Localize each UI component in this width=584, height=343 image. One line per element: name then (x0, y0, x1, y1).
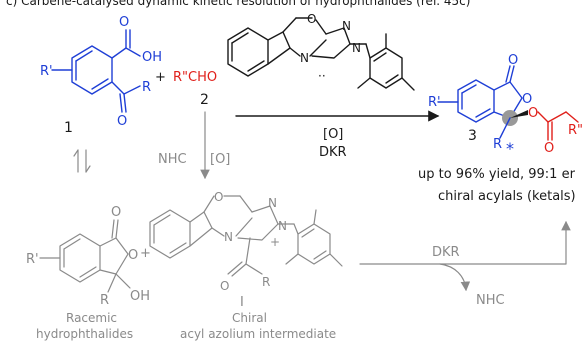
nhc-side-label: NHC (158, 152, 187, 167)
intermediate-acyl-o: O (220, 279, 229, 293)
racemic-oh: OH (130, 289, 150, 304)
nhc-release-label: NHC (476, 293, 505, 308)
nhc-catalyst: O N N N ·· (227, 12, 415, 91)
product-carbonyl-o: O (508, 53, 518, 68)
carbonyl-o-label: O (119, 15, 129, 30)
catalyst-n2: N (342, 19, 351, 33)
equilibrium-arrows (73, 149, 91, 173)
arrow-dkr: DKR (319, 145, 347, 160)
racemic-label-1: Racemic (66, 311, 117, 325)
stereocenter-star: * (506, 139, 514, 158)
acyl-azolium-intermediate: O N N N + O R I Chiral acyl azolium inte… (149, 190, 343, 341)
product-r: R (493, 137, 502, 152)
intermediate-n2: N (268, 196, 277, 210)
product-3: R' O O O O R" R * 3 (428, 53, 583, 158)
catalyst-oxygen: O (307, 12, 316, 26)
plus-sign-1: + (155, 70, 166, 85)
product-number: 3 (468, 128, 477, 144)
product-ester-o: O (528, 106, 538, 121)
intermediate-label-1: Chiral (232, 311, 267, 325)
intermediate-label-2: acyl azolium intermediate (180, 327, 336, 341)
racemic-r-prime: R' (26, 252, 39, 267)
compound-1-number: 1 (64, 120, 73, 136)
product-acyl-o: O (544, 141, 554, 156)
catalyst-n1: N (300, 51, 309, 65)
intermediate-r: R (262, 275, 270, 289)
aldehyde-formula: R"CHO (173, 70, 217, 85)
r-label: R (142, 80, 151, 95)
plus-sign-2: + (140, 246, 151, 261)
intermediate-number: I (240, 295, 244, 310)
racemic-r: R (100, 293, 109, 308)
racemic-label-2: hydrophthalides (36, 327, 133, 341)
product-r-double-prime: R" (568, 123, 583, 138)
aldehyde-number: 2 (200, 92, 209, 108)
acylal-text: chiral acylals (ketals) (438, 189, 576, 204)
azolium-charge: + (270, 235, 280, 249)
intermediate-oxygen: O (214, 190, 223, 204)
catalyst-n3: N (352, 41, 361, 55)
bottom-dkr-label: DKR (432, 245, 460, 260)
intermediate-n3: N (278, 219, 287, 233)
compound-1: R' O OH R O 1 (40, 15, 162, 136)
header-text: c) Carbene-catalysed dynamic kinetic res… (6, 0, 470, 8)
racemic-hydrophthalides: R' O O R OH Racemic hydrophthalides (26, 205, 150, 341)
ketone-o-label: O (117, 114, 127, 129)
product-ring-o: O (522, 92, 532, 107)
carbene-lone-pair: ·· (318, 69, 326, 83)
hydroxyl-label: OH (142, 50, 162, 65)
product-r-prime: R' (428, 95, 441, 110)
dkr-return-path: DKR NHC (359, 220, 571, 308)
oxidant-side-label: [O] (210, 152, 230, 167)
r-prime-label: R' (40, 64, 53, 79)
racemic-ring-o: O (128, 248, 138, 263)
intermediate-n1: N (224, 230, 233, 244)
racemic-carbonyl-o: O (111, 205, 121, 220)
yield-text: up to 96% yield, 99:1 er (418, 167, 576, 182)
arrow-oxidant: [O] (323, 127, 343, 142)
